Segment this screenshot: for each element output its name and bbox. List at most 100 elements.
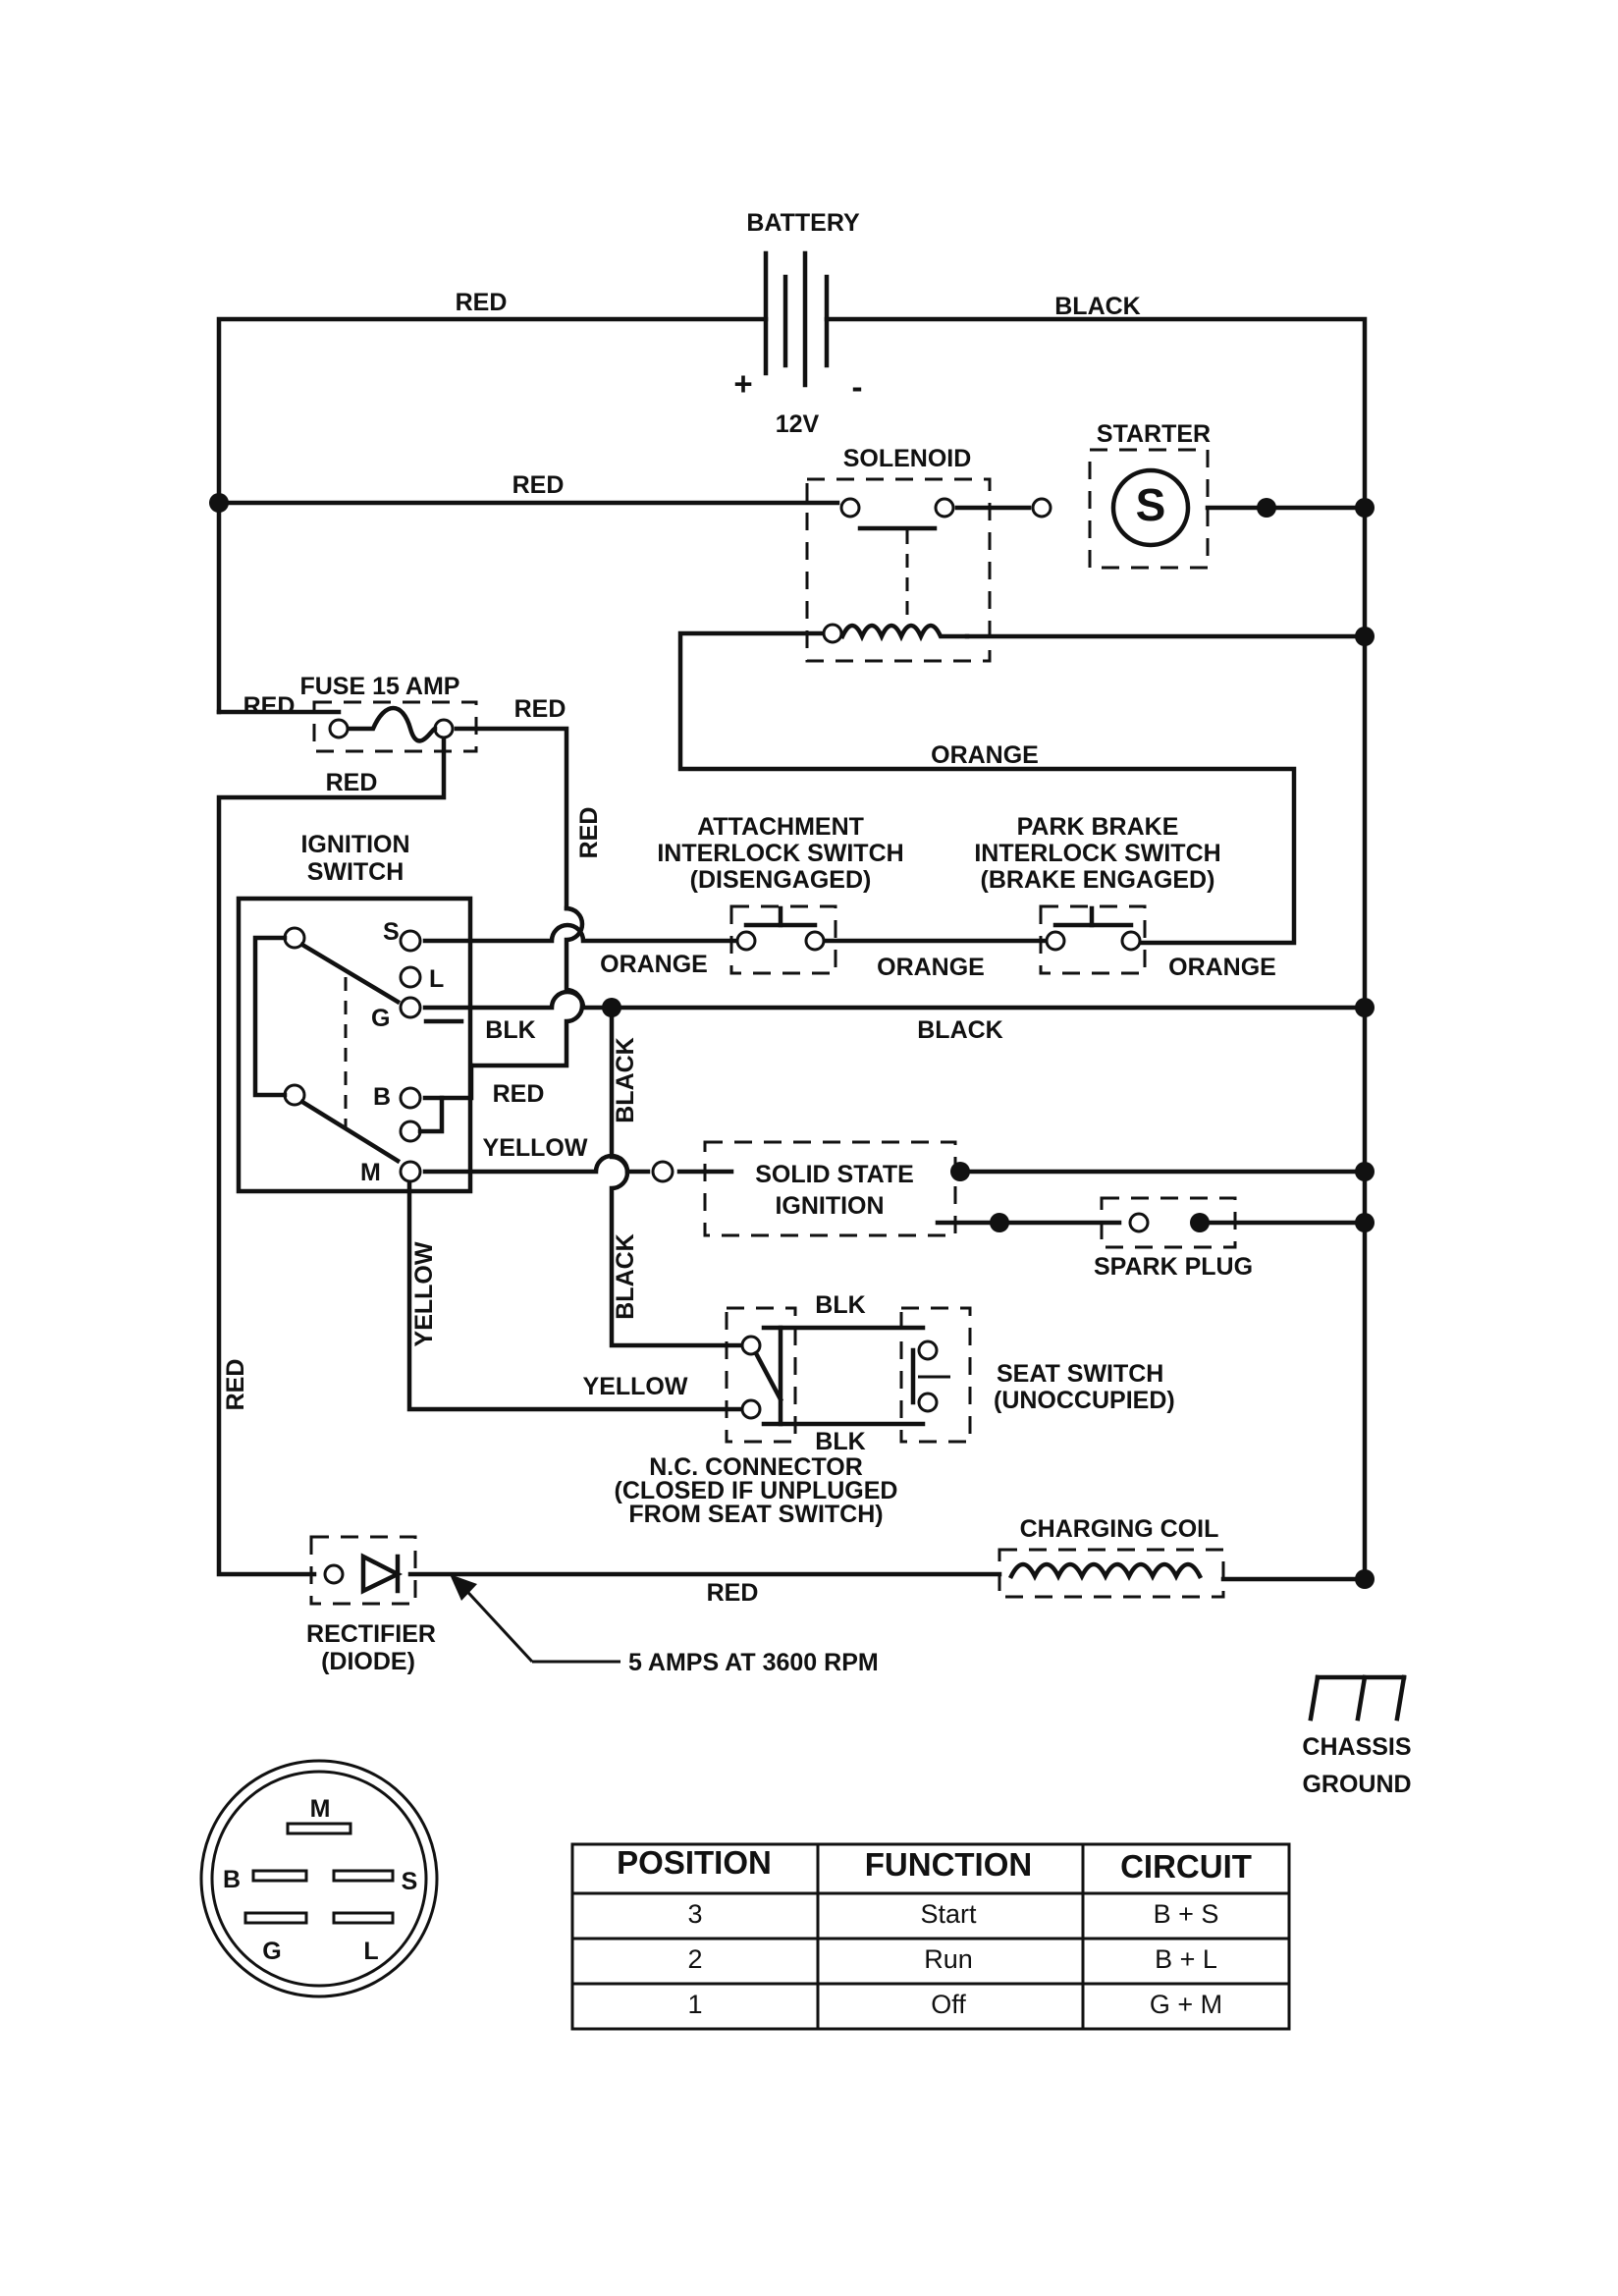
battery-voltage-label: 12V (776, 410, 820, 438)
wire-battery-positive (216, 316, 769, 715)
seat-switch (725, 1306, 972, 1444)
starter-symbol: S (1136, 479, 1166, 530)
wire-label-red-fuse-down: RED (326, 769, 378, 796)
spark-plug-label: SPARK PLUG (1094, 1253, 1253, 1281)
table-cell: G + M (1150, 1990, 1222, 2019)
park-brake-label-3: (BRAKE ENGAGED) (981, 866, 1215, 894)
ignition-switch-label-1: IGNITION (300, 831, 409, 858)
wire-red-fuse-out (454, 726, 569, 911)
starter-label: STARTER (1097, 420, 1211, 448)
wire-label-black-lower: BLACK (612, 1233, 639, 1320)
table-header-position: POSITION (617, 1844, 772, 1881)
wire-labels: RED BLACK RED RED RED RED ORANGE RED ORA… (222, 289, 1276, 1607)
fuse-label: FUSE 15 AMP (299, 673, 459, 700)
attachment-label-1: ATTACHMENT (697, 813, 864, 841)
table-cell: 2 (687, 1944, 702, 1974)
rectifier-label-1: RECTIFIER (306, 1620, 436, 1648)
attachment-label-3: (DISENGAGED) (690, 866, 872, 894)
connector-b-label: B (223, 1866, 241, 1893)
table-cell: Off (931, 1990, 966, 2019)
wire-label-black-upper: BLACK (612, 1037, 639, 1123)
wire-label-blk-seat-bottom: BLK (815, 1428, 865, 1455)
wire-label-blk-g: BLK (485, 1016, 535, 1044)
nc-connector-label-1: N.C. CONNECTOR (649, 1453, 863, 1481)
connector-m-label: M (310, 1795, 331, 1823)
wire-label-red-fuse-out: RED (514, 695, 566, 723)
spark-plug (1100, 1196, 1237, 1249)
wire-black-g (422, 989, 1368, 1011)
battery-plus-label: + (733, 365, 752, 402)
seat-switch-label-2: (UNOCCUPIED) (994, 1387, 1175, 1414)
table-cell: Start (920, 1899, 977, 1929)
charging-coil-label: CHARGING COIL (1020, 1515, 1219, 1543)
attachment-label-2: INTERLOCK SWITCH (657, 840, 903, 867)
chassis-ground-label-1: CHASSIS (1302, 1733, 1411, 1761)
table-cell: Run (924, 1944, 973, 1974)
park-brake-label-2: INTERLOCK SWITCH (974, 840, 1220, 867)
park-brake-interlock-switch (1039, 904, 1147, 975)
wire-label-red-solenoid: RED (512, 471, 565, 499)
wire-yellow-seat (406, 1178, 747, 1412)
solenoid-label: SOLENOID (843, 445, 972, 472)
table-cell: 3 (687, 1899, 702, 1929)
wire-label-red-b: RED (493, 1080, 545, 1108)
fuse (312, 700, 478, 753)
wire-label-orange-right: ORANGE (1168, 954, 1276, 981)
wire-label-red-fuse-in: RED (243, 692, 296, 720)
chassis-ground-label-2: GROUND (1302, 1771, 1411, 1798)
chassis-ground (1308, 1674, 1407, 1722)
park-brake-label-1: PARK BRAKE (1017, 813, 1179, 841)
wire-orange-loop (677, 630, 1297, 946)
table-header-function: FUNCTION (865, 1846, 1032, 1883)
battery-label: BATTERY (746, 209, 860, 237)
table-cell: B + S (1154, 1899, 1219, 1929)
connector-s-label: S (402, 1868, 418, 1895)
wire-label-yellow-m: YELLOW (483, 1134, 588, 1162)
wire-label-yellow-seat: YELLOW (583, 1373, 688, 1400)
wire-label-red-left: RED (222, 1359, 249, 1411)
wire-label-red-vertical: RED (575, 807, 603, 859)
ssi-label-1: SOLID STATE (755, 1161, 914, 1188)
charging-coil (998, 1548, 1225, 1599)
term-b-label: B (373, 1083, 391, 1111)
nc-connector-label-3: FROM SEAT SWITCH) (628, 1501, 883, 1528)
wire-label-blk-seat-top: BLK (815, 1291, 865, 1319)
wire-label-black-top: BLACK (1054, 293, 1141, 320)
term-g-label: G (371, 1005, 390, 1032)
rectifier (309, 1535, 620, 1664)
wire-label-orange-loop: ORANGE (931, 741, 1039, 769)
rectifier-label-2: (DIODE) (321, 1648, 415, 1675)
attachment-interlock-switch (729, 904, 837, 975)
table-cell: 1 (687, 1990, 702, 2019)
solid-state-ignition (651, 1140, 1009, 1237)
wire-label-yellow-vertical: YELLOW (410, 1241, 438, 1346)
connector-plug: M B S G L (199, 1759, 439, 1998)
switch-position-table: POSITION FUNCTION CIRCUIT 3 Start B + S … (570, 1842, 1291, 2031)
connector-l-label: L (363, 1938, 378, 1965)
battery (763, 250, 830, 388)
amps-label: 5 AMPS AT 3600 RPM (628, 1649, 879, 1676)
wire-red-fuse-down (216, 726, 447, 1577)
starter (1031, 448, 1276, 570)
wire-label-orange-mid: ORANGE (877, 954, 985, 981)
wire-yellow-m (422, 1153, 651, 1175)
wire-red-b (422, 1063, 474, 1101)
wire-label-orange-s: ORANGE (600, 951, 708, 978)
connector-g-label: G (262, 1938, 281, 1965)
component-labels: BATTERY + - 12V SOLENOID STARTER S FUSE … (299, 209, 1411, 1798)
wire-orange-s (422, 922, 749, 944)
wires (216, 316, 1368, 1586)
term-m-label: M (360, 1159, 381, 1186)
table-cell: B + L (1155, 1944, 1217, 1974)
ignition-switch (236, 896, 473, 1194)
table-header-circuit: CIRCUIT (1120, 1848, 1252, 1885)
ignition-switch-label-2: SWITCH (307, 858, 404, 886)
wire-label-red-bottom: RED (707, 1579, 759, 1607)
battery-minus-label: - (852, 368, 863, 405)
ssi-label-2: IGNITION (775, 1192, 884, 1220)
wire-label-red-top: RED (456, 289, 508, 316)
nc-connector-label-2: (CLOSED IF UNPLUGED (615, 1477, 898, 1504)
seat-switch-label-1: SEAT SWITCH (997, 1360, 1163, 1388)
solenoid (805, 477, 992, 663)
